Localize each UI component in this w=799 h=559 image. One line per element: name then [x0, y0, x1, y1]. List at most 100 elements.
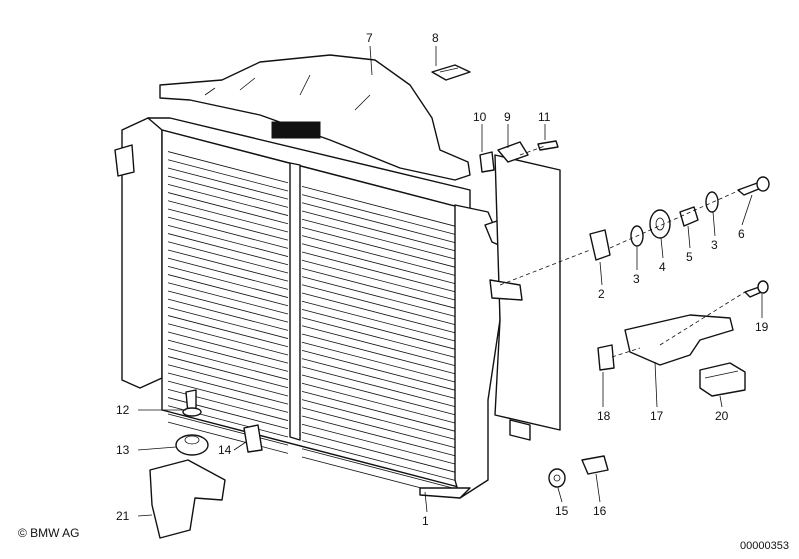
fin-line: [301, 194, 456, 235]
fin-line: [167, 175, 289, 208]
fin-line: [167, 306, 289, 339]
upper-bracket: [479, 140, 559, 173]
callout-7: 7: [366, 31, 373, 45]
guide-bracket: [149, 459, 226, 539]
copyright-notice: © BMW AG: [18, 526, 80, 540]
fin-line: [301, 358, 456, 399]
fin-line: [301, 284, 456, 325]
document-number: 00000353: [740, 540, 789, 552]
fin-line: [167, 315, 289, 348]
callout-6: 6: [738, 227, 745, 241]
fin-line: [167, 192, 289, 225]
mounting-stack: [589, 176, 770, 261]
fin-line: [301, 391, 456, 432]
fin-line: [167, 241, 289, 274]
leader-lines: [137, 45, 763, 517]
fin-line: [167, 356, 289, 389]
callout-13: 13: [116, 443, 130, 457]
callout-8: 8: [432, 31, 439, 45]
fin-line: [301, 448, 456, 489]
fin-line: [167, 339, 289, 372]
fin-line: [167, 274, 289, 307]
radiator: [114, 117, 561, 499]
fin-line: [301, 218, 456, 260]
callout-11: 11: [538, 110, 551, 124]
fin-line: [167, 167, 289, 200]
callout-20: 20: [715, 409, 729, 423]
fin-line: [301, 350, 456, 391]
callout-4: 4: [659, 260, 666, 274]
callout-14: 14: [218, 443, 232, 457]
fin-line: [167, 216, 289, 249]
fin-line: [301, 268, 456, 309]
fin-line: [301, 276, 456, 317]
fin-line: [167, 298, 289, 331]
clip-part: [431, 64, 471, 81]
fin-line: [301, 243, 456, 284]
callout-10: 10: [473, 110, 487, 124]
fin-line: [301, 407, 456, 448]
lower-bracket: [597, 280, 769, 371]
fin-line: [301, 432, 456, 473]
fin-line: [301, 382, 456, 424]
fin-line: [167, 347, 289, 380]
fin-line: [301, 317, 456, 358]
callout-21: 21: [116, 509, 130, 523]
fin-line: [301, 423, 456, 465]
fin-line: [167, 208, 289, 241]
fin-line: [167, 372, 289, 405]
fin-line: [167, 233, 289, 266]
callout-15: 15: [555, 504, 569, 518]
rubber-cap: [699, 362, 746, 397]
callout-5: 5: [686, 250, 693, 264]
fin-line: [301, 186, 456, 227]
fin-line: [301, 259, 456, 301]
fin-line: [301, 341, 456, 383]
fin-line: [167, 421, 289, 454]
fin-line: [301, 374, 456, 416]
fan-shroud: [159, 54, 471, 181]
fin-line: [301, 300, 456, 342]
callout-18: 18: [597, 409, 611, 423]
fin-line: [167, 413, 289, 446]
fin-line: [301, 235, 456, 276]
callout-12: 12: [116, 403, 130, 417]
fin-line: [301, 292, 456, 334]
fin-line: [167, 290, 289, 323]
fin-line: [301, 202, 456, 243]
fin-line: [301, 399, 456, 440]
fin-line: [167, 257, 289, 290]
callout-numbers: 7 8 10 9 11 2 3 4 5 3 6 19 18 17 20 12 1…: [116, 31, 769, 528]
washer-and-bolt: [548, 455, 609, 488]
fin-line: [301, 251, 456, 293]
callout-3-b: 3: [711, 238, 718, 252]
callout-9: 9: [504, 110, 511, 124]
callout-2: 2: [598, 287, 605, 301]
fin-line: [301, 333, 456, 375]
lower-mount-parts: [175, 389, 263, 456]
fin-line: [167, 323, 289, 356]
fin-line: [167, 265, 289, 298]
fin-line: [167, 380, 289, 413]
fin-line: [167, 183, 289, 216]
fin-line: [167, 282, 289, 315]
fin-line: [167, 224, 289, 257]
fin-line: [167, 249, 289, 282]
fin-line: [301, 415, 456, 457]
fin-line: [301, 440, 456, 481]
callout-19: 19: [755, 320, 769, 334]
fin-line: [167, 364, 289, 397]
fin-line: [167, 200, 289, 233]
fin-line: [301, 325, 456, 366]
fin-line: [167, 159, 289, 192]
fin-line: [167, 151, 289, 184]
fin-line: [301, 210, 456, 252]
callout-17: 17: [650, 409, 664, 423]
callout-3-a: 3: [633, 272, 640, 286]
fin-line: [167, 331, 289, 364]
callout-16: 16: [593, 504, 607, 518]
fin-line: [301, 366, 456, 407]
fin-line: [301, 227, 456, 268]
fin-line: [301, 309, 456, 350]
